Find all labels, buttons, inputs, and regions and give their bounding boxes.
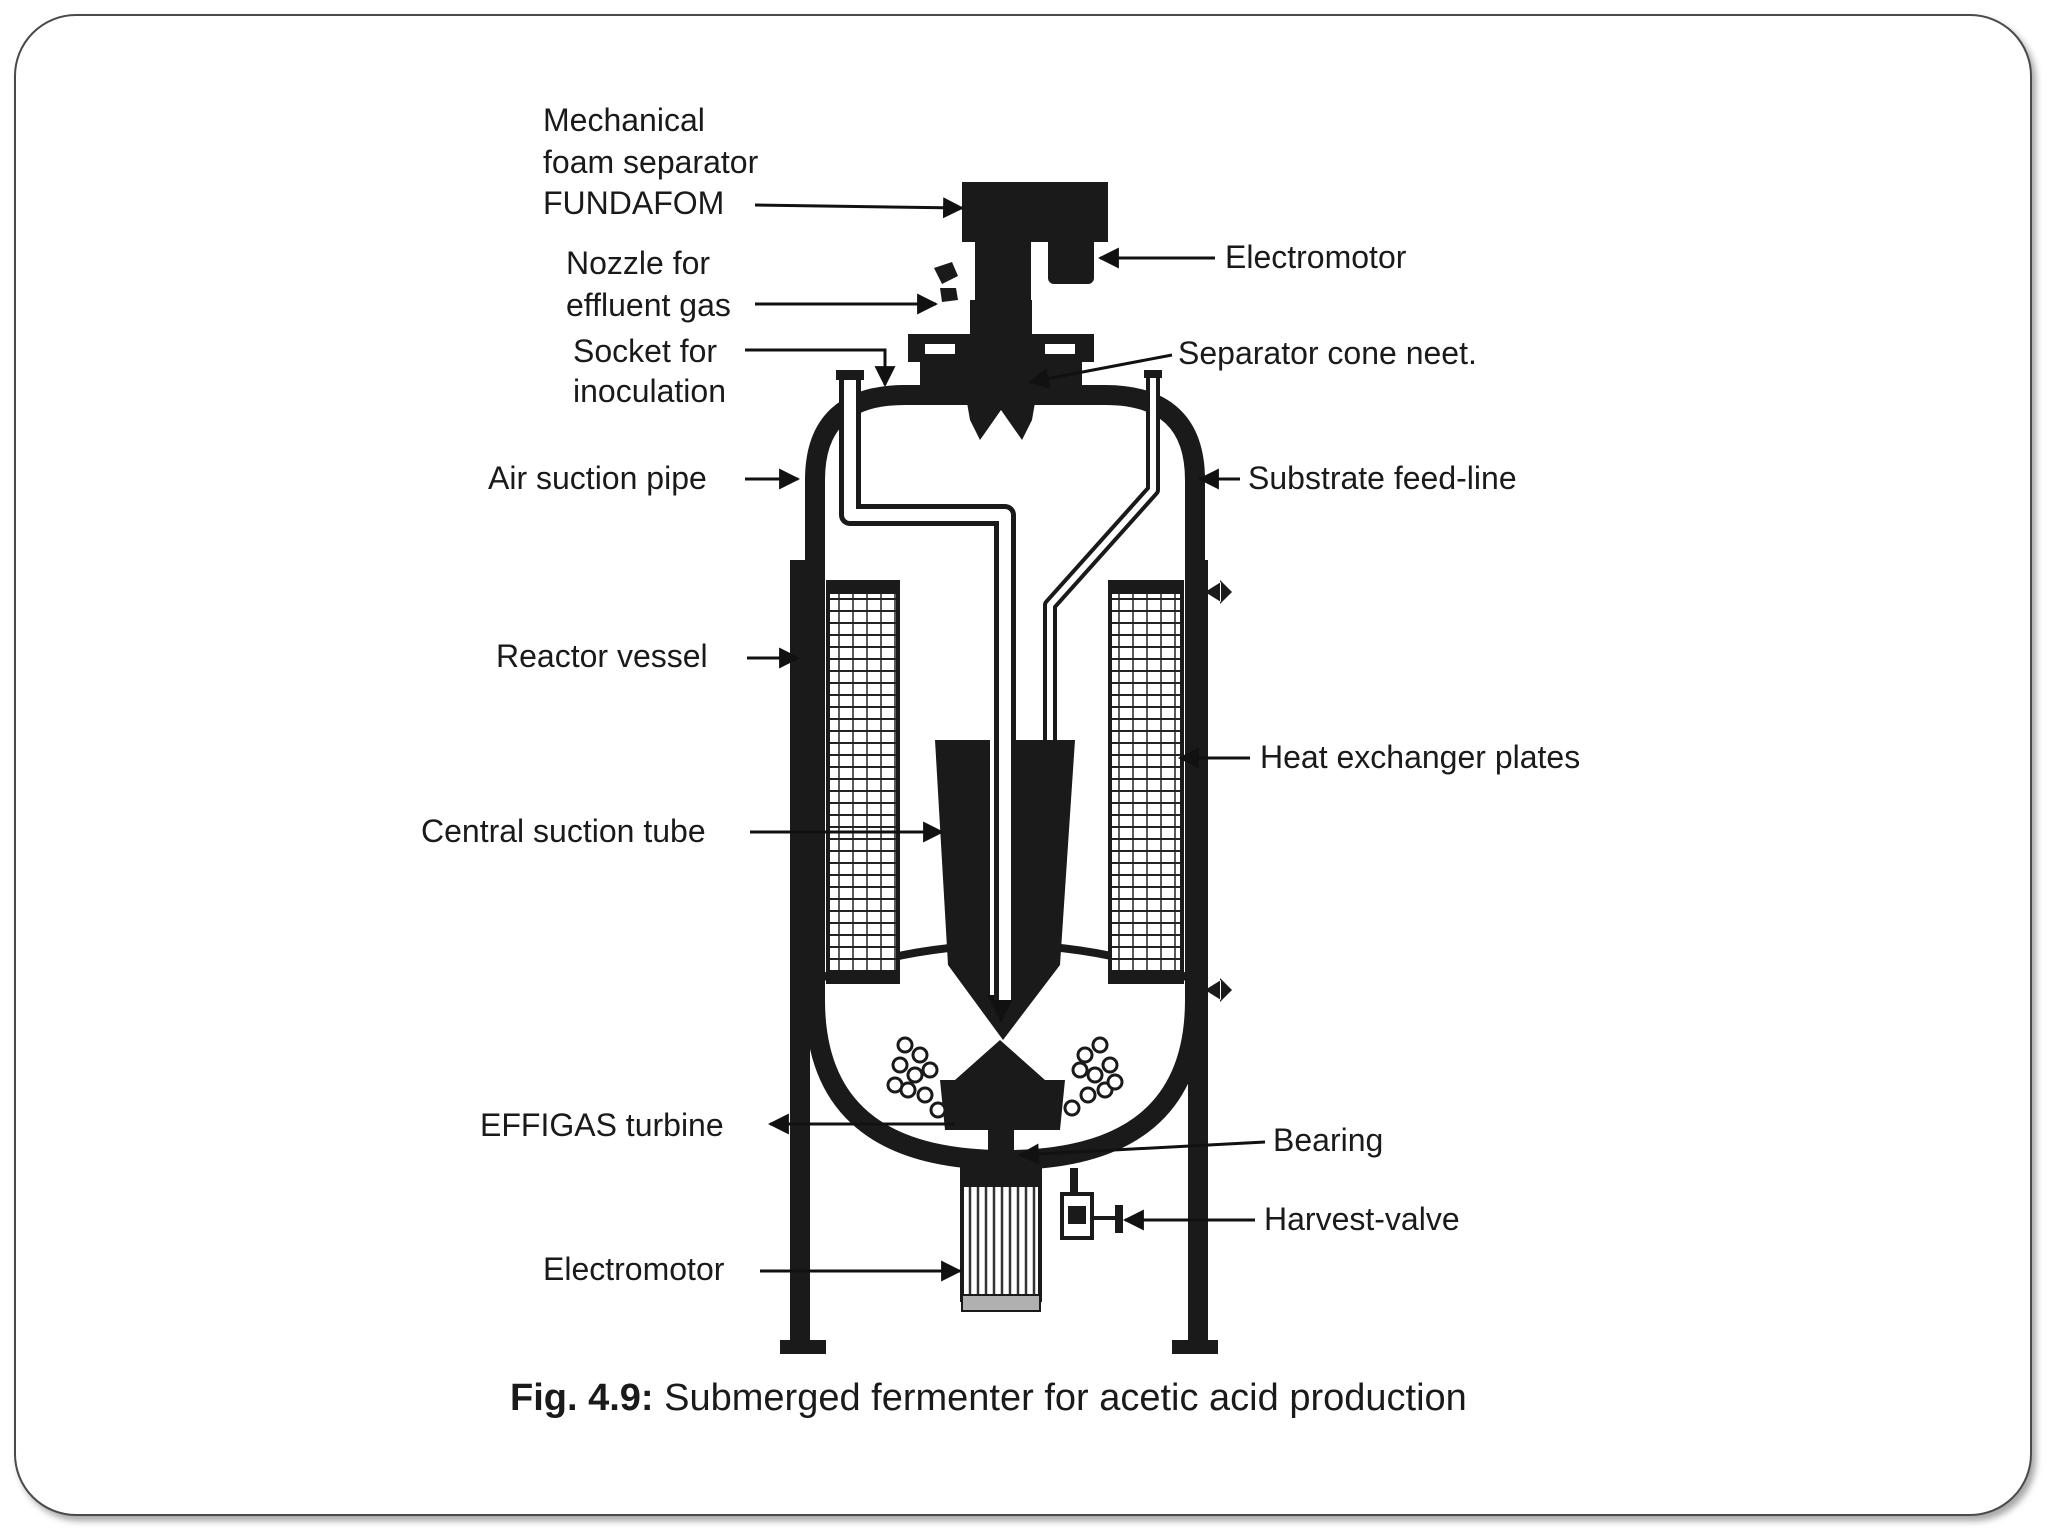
- electromotor-bottom: [960, 1165, 1042, 1312]
- label-electromotor-bottom: Electromotor: [543, 1251, 725, 1287]
- label-harvest-valve: Harvest-valve: [1264, 1201, 1460, 1237]
- arrow-socket: [745, 348, 896, 388]
- air-bubbles: [886, 1036, 1124, 1119]
- svg-text:Mechanical: Mechanical: [543, 102, 705, 138]
- label-socket: Socket for inoculation: [573, 333, 726, 409]
- harvest-valve: [1060, 1168, 1123, 1240]
- effigas-turbine: [940, 1040, 1065, 1165]
- label-central-suction-tube: Central suction tube: [421, 813, 706, 849]
- svg-text:effluent gas: effluent gas: [566, 287, 731, 323]
- svg-text:FUNDAFOM: FUNDAFOM: [543, 185, 724, 221]
- substrate-feed-line: [1043, 370, 1162, 740]
- svg-text:Nozzle for: Nozzle for: [566, 245, 710, 281]
- arrow-separator-cone: [1027, 353, 1173, 389]
- caption-figure-number: Fig. 4.9:: [510, 1377, 654, 1419]
- caption-text: Submerged fermenter for acetic acid prod…: [654, 1377, 1467, 1419]
- label-electromotor-top: Electromotor: [1225, 239, 1407, 275]
- label-reactor-vessel: Reactor vessel: [496, 638, 708, 674]
- label-heat-exchanger-plates: Heat exchanger plates: [1260, 739, 1580, 775]
- label-effigas-turbine: EFFIGAS turbine: [480, 1107, 724, 1143]
- arrow-foam-separator: [754, 197, 965, 219]
- figure-caption: Fig. 4.9: Submerged fermenter for acetic…: [510, 1377, 1467, 1419]
- label-air-suction-pipe: Air suction pipe: [488, 460, 707, 496]
- arrow-bearing: [1017, 1140, 1266, 1165]
- label-bearing: Bearing: [1273, 1122, 1383, 1158]
- label-substrate-feed-line: Substrate feed-line: [1248, 460, 1517, 496]
- electromotor-top: [1048, 232, 1094, 284]
- label-foam-separator: Mechanical foam separator FUNDAFOM: [543, 102, 759, 221]
- heat-exchanger-left: [826, 580, 900, 984]
- svg-text:foam separator: foam separator: [543, 144, 759, 180]
- label-separator-cone: Separator cone neet.: [1178, 335, 1477, 371]
- air-suction-pipe: [836, 370, 1016, 1000]
- svg-text:Socket for: Socket for: [573, 333, 717, 369]
- heat-exchanger-right: [1108, 580, 1184, 984]
- svg-text:inoculation: inoculation: [573, 373, 726, 409]
- label-nozzle: Nozzle for effluent gas: [566, 245, 731, 323]
